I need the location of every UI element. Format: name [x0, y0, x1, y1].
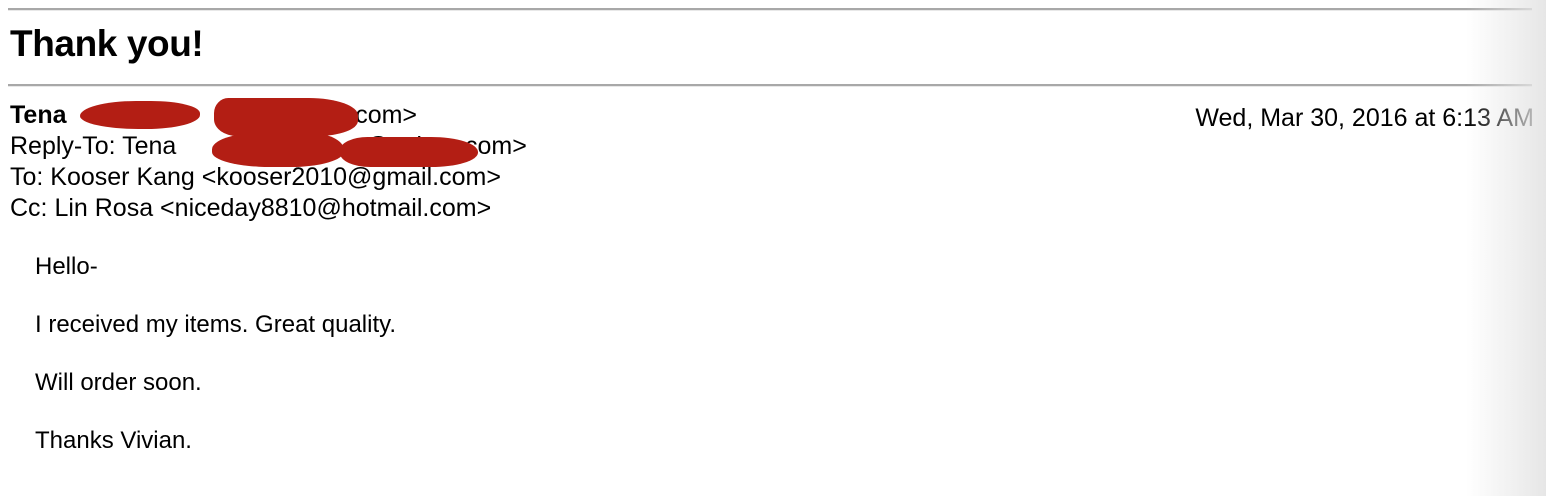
- from-angle-open: <: [149, 101, 165, 129]
- from-email-domain: @yahoo.com>: [254, 101, 418, 129]
- reply-to-redaction-spacer-2: [274, 132, 364, 160]
- reply-to-label: Reply-To: Tena: [10, 132, 177, 160]
- reply-to-redaction-spacer-1: [176, 132, 259, 160]
- sender-display-name: Tena: [10, 101, 67, 129]
- email-header-block: Tena < @yahoo.com> Reply-To: Tena < @yah…: [10, 100, 1110, 224]
- from-redaction-spacer-1: [73, 101, 149, 129]
- body-paragraph-signoff: Thanks Vivian.: [35, 427, 192, 454]
- header-to: To: Kooser Kang <kooser2010@gmail.com>: [10, 163, 501, 191]
- from-redaction-spacer-2: [164, 101, 254, 129]
- header-from: Tena < @yahoo.com>: [10, 100, 1110, 131]
- header-cc: Cc: Lin Rosa <niceday8810@hotmail.com>: [10, 194, 492, 222]
- email-subject: Thank you!: [10, 23, 204, 64]
- body-paragraph-order: Will order soon.: [35, 369, 202, 396]
- reply-to-angle-open: <: [259, 132, 275, 160]
- reply-to-email-domain: @yahoo.com>: [364, 132, 527, 160]
- header-reply-to: Reply-To: Tena < @yahoo.com>: [10, 131, 1110, 162]
- email-body: Hello- I received my items. Great qualit…: [35, 252, 1235, 484]
- page-edge-shadow: [1466, 0, 1546, 496]
- subject-divider-bottom: [8, 84, 1532, 86]
- body-paragraph-received: I received my items. Great quality.: [35, 311, 397, 338]
- subject-divider-top: [8, 8, 1532, 10]
- email-timestamp: Wed, Mar 30, 2016 at 6:13 AM: [1195, 104, 1534, 132]
- body-paragraph-greeting: Hello-: [35, 253, 98, 280]
